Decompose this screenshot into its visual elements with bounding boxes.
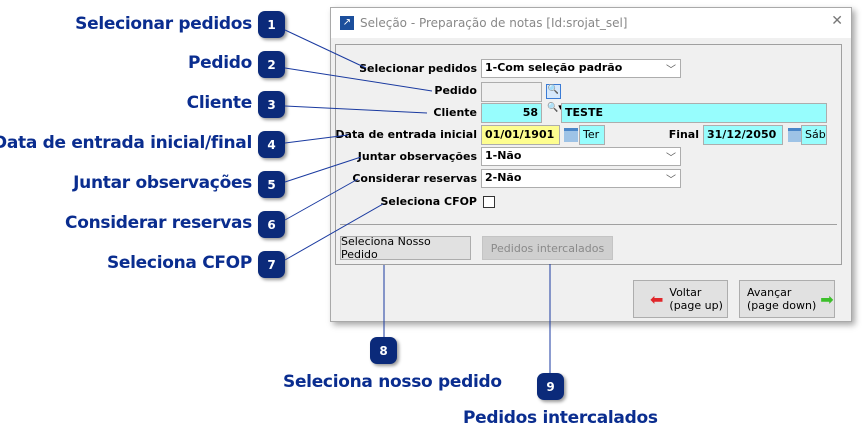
juntar-obs-select[interactable]: 1-Não ﹀ xyxy=(481,147,681,166)
callout-label-5: Juntar observações xyxy=(73,173,252,193)
callout-label-4: Data de entrada inicial/final xyxy=(0,133,252,153)
chevron-down-icon: ﹀ xyxy=(666,65,676,76)
chevron-down-icon: ﹀ xyxy=(666,153,676,164)
cliente-code-input[interactable]: 58 xyxy=(481,103,542,123)
callout-badge-5: 5 xyxy=(258,171,285,198)
callout-label-1: Selecionar pedidos xyxy=(75,14,252,34)
callout-label-6: Considerar reservas xyxy=(65,213,252,233)
data-final-label: Final xyxy=(668,128,699,141)
arrow-left-icon: ⬅ xyxy=(650,289,664,309)
calendar-icon[interactable] xyxy=(564,128,578,142)
seleciona-cfop-label: Seleciona CFOP xyxy=(380,195,477,208)
cliente-name-input[interactable]: TESTE xyxy=(561,103,827,123)
selection-group xyxy=(335,44,842,265)
separator xyxy=(340,224,837,225)
considerar-reservas-value: 2-Não xyxy=(485,171,522,184)
callout-badge-9: 9 xyxy=(537,373,564,400)
data-final-weekday: Sáb xyxy=(801,125,827,145)
title-bar: ↗ Seleção - Preparação de notas [Id:sroj… xyxy=(331,8,851,38)
selecionar-pedidos-select[interactable]: 1-Com seleção padrão ﹀ xyxy=(481,59,681,78)
callout-label-8: Seleciona nosso pedido xyxy=(283,372,502,392)
seleciona-nosso-pedido-button[interactable]: Seleciona Nosso Pedido xyxy=(340,235,471,261)
cliente-search-icon[interactable]: 🔍▾ xyxy=(547,103,563,113)
juntar-obs-value: 1-Não xyxy=(485,149,522,162)
pedido-label: Pedido xyxy=(434,84,477,97)
app-icon: ↗ xyxy=(340,16,354,30)
avancar-label: Avançar xyxy=(747,286,792,299)
callout-label-2: Pedido xyxy=(187,53,252,73)
data-inicial-label: Data de entrada inicial xyxy=(335,128,477,141)
voltar-label: Voltar xyxy=(669,286,702,299)
juntar-obs-label: Juntar observações xyxy=(357,150,477,163)
voltar-sublabel: (page up) xyxy=(669,299,723,312)
close-icon[interactable]: ✕ xyxy=(831,13,843,29)
callout-badge-7: 7 xyxy=(258,251,285,278)
callout-label-3: Cliente xyxy=(186,93,253,113)
cliente-label: Cliente xyxy=(433,106,477,119)
callout-badge-3: 3 xyxy=(258,91,285,118)
callout-badge-8: 8 xyxy=(370,337,397,364)
data-final-input[interactable]: 31/12/2050 xyxy=(703,125,783,145)
considerar-reservas-label: Considerar reservas xyxy=(352,172,477,185)
chevron-down-icon: ﹀ xyxy=(666,175,676,186)
callout-badge-2: 2 xyxy=(258,51,285,78)
seleciona-cfop-checkbox[interactable] xyxy=(483,196,495,208)
voltar-button[interactable]: ⬅ Voltar(page up) xyxy=(633,280,728,318)
callout-badge-4: 4 xyxy=(258,131,285,158)
pedido-input[interactable] xyxy=(481,82,542,102)
window-title: Seleção - Preparação de notas [Id:srojat… xyxy=(360,16,628,30)
callout-label-9: Pedidos intercalados xyxy=(463,408,658,428)
callout-badge-1: 1 xyxy=(258,11,285,38)
selecionar-pedidos-value: 1-Com seleção padrão xyxy=(485,61,623,74)
pedido-search-icon[interactable]: 🔍 xyxy=(546,84,561,99)
arrow-right-icon: ➡ xyxy=(820,289,834,309)
pedidos-intercalados-button[interactable]: Pedidos intercalados xyxy=(482,236,613,260)
callout-label-7: Seleciona CFOP xyxy=(106,253,252,273)
data-inicial-input[interactable]: 01/01/1901 xyxy=(481,125,560,145)
callout-badge-6: 6 xyxy=(258,211,285,238)
avancar-sublabel: (page down) xyxy=(747,299,817,312)
avancar-button[interactable]: Avançar(page down) ➡ xyxy=(739,280,835,318)
data-inicial-weekday: Ter xyxy=(579,125,605,145)
selecionar-pedidos-label: Selecionar pedidos xyxy=(359,62,477,75)
considerar-reservas-select[interactable]: 2-Não ﹀ xyxy=(481,169,681,188)
calendar-icon[interactable] xyxy=(788,128,802,142)
